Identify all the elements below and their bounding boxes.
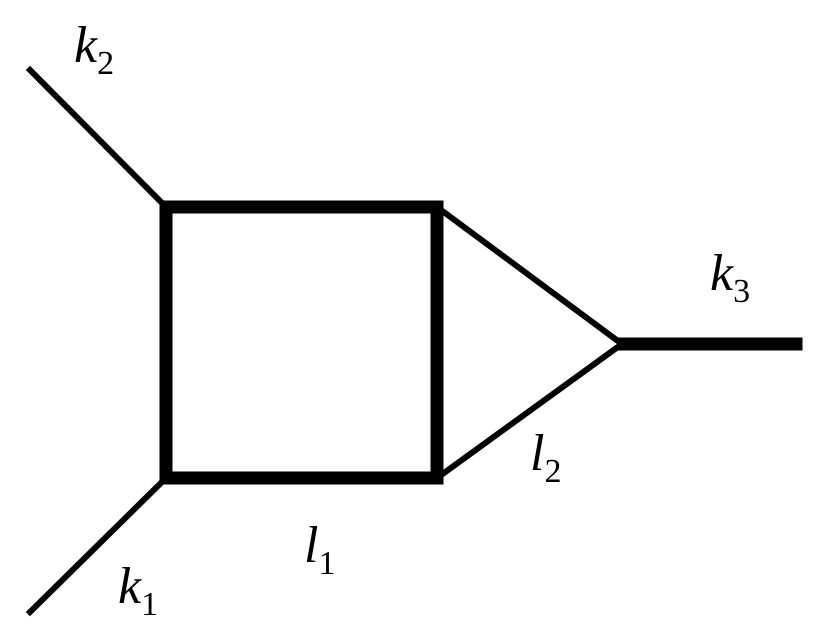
label-l2: l2 [530,425,561,490]
external-leg-k2 [25,65,171,212]
label-l1: l1 [304,517,335,582]
label-k3: k3 [710,245,750,310]
label-k1: k1 [118,558,158,623]
triangle-edge-lower-l2 [432,339,627,483]
external-leg-k1 [25,473,171,617]
label-k2: k2 [74,17,114,82]
triangle-edge-upper [432,202,627,349]
